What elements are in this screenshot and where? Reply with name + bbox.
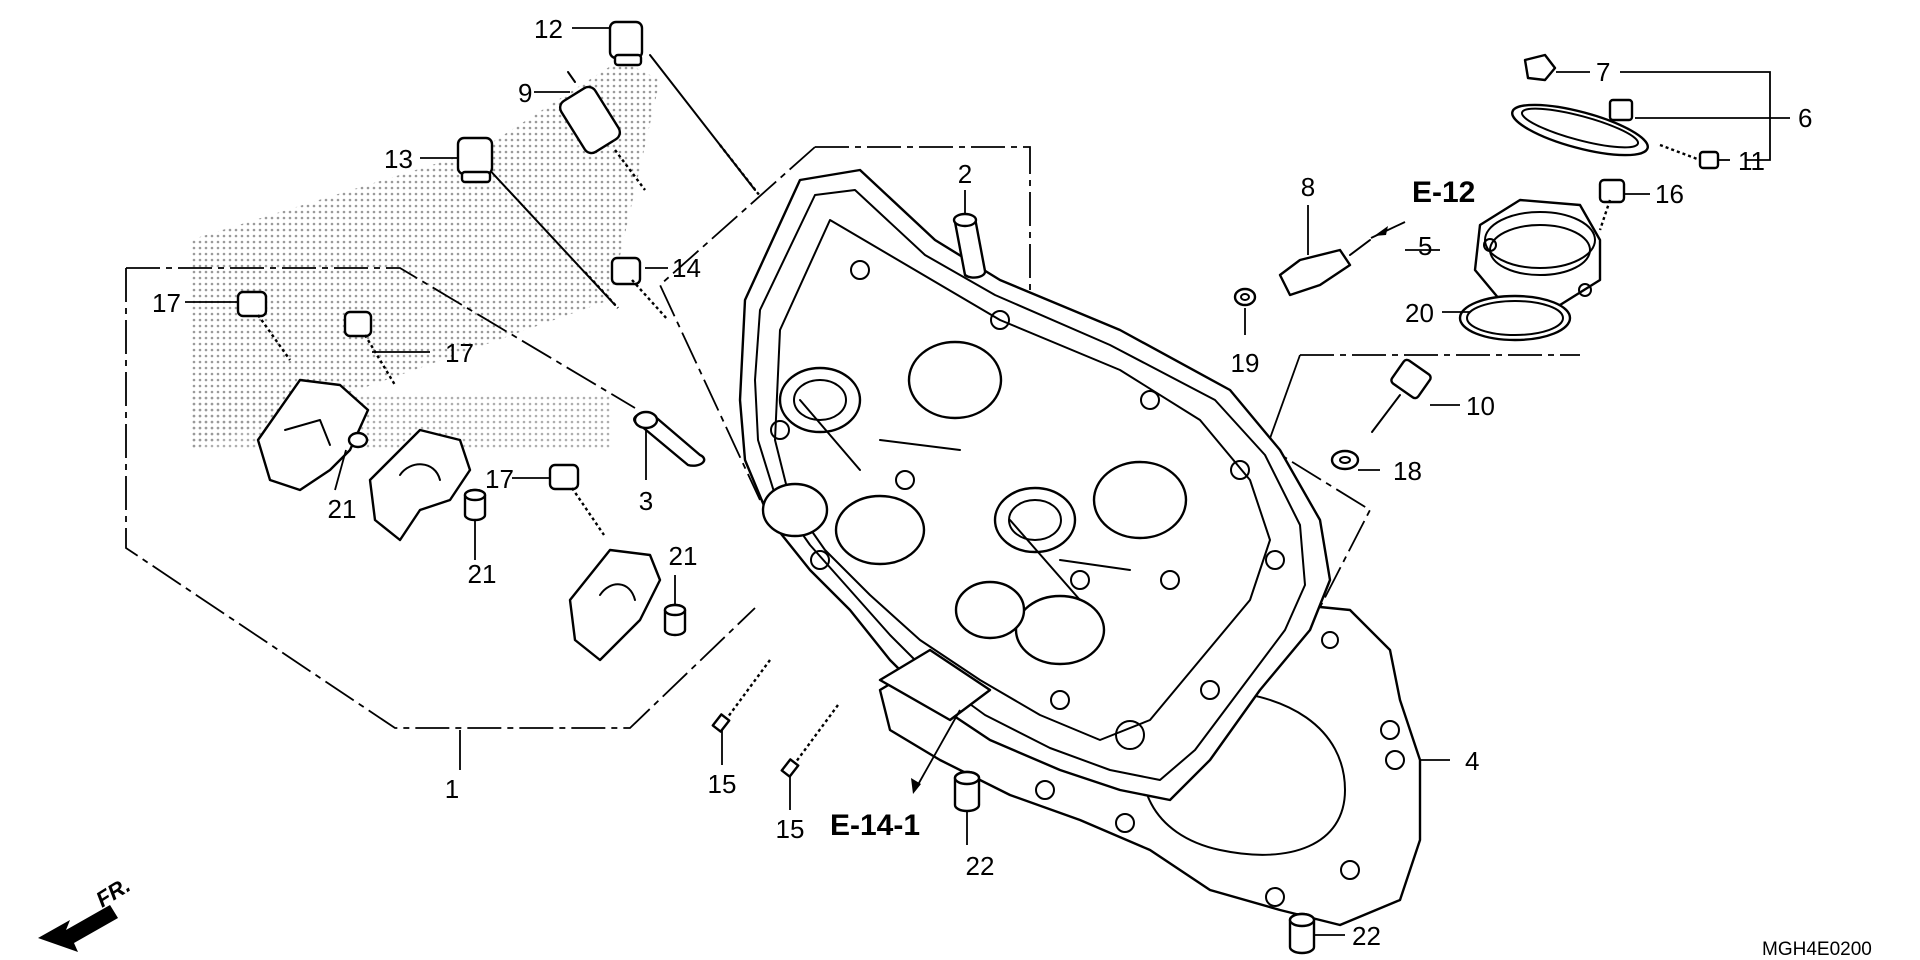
bolt-17a: [236, 290, 291, 361]
bolt-14: [610, 256, 669, 321]
bolt-11: [1659, 143, 1720, 170]
callout-3: 3: [639, 486, 653, 516]
callout-21c: 21: [669, 541, 698, 571]
sensor-8: [1278, 239, 1371, 297]
callout-15a: 15: [708, 769, 737, 799]
callout-4: 4: [1465, 746, 1479, 776]
dowel-21b: [463, 488, 487, 522]
stud-bolt-15a: [711, 659, 771, 733]
camshaft-holder-a: [256, 378, 370, 492]
callout-8: 8: [1301, 172, 1315, 202]
front-label: FR.: [91, 872, 134, 912]
front-direction-arrow: [38, 905, 118, 952]
callout-21b: 21: [468, 559, 497, 589]
bolt-16: [1598, 178, 1626, 231]
head-bolt-12: [608, 20, 761, 197]
callout-22b: 22: [1352, 921, 1381, 951]
callout-16: 16: [1655, 179, 1684, 209]
insulator-5: [1473, 198, 1602, 307]
o-ring-20: [1458, 294, 1572, 342]
callout-2: 2: [958, 159, 972, 189]
callout-labels: 1 2 3 4 5 6 7 8 9 10 11 12 13 14 15 15 1…: [91, 14, 1871, 960]
dowel-pin-22b: [1288, 912, 1316, 955]
callout-5: 5: [1418, 231, 1432, 261]
callout-1: 1: [445, 774, 459, 804]
callout-20: 20: [1405, 298, 1434, 328]
callout-17a: 17: [152, 288, 181, 318]
stud-bolt-15b: [780, 704, 839, 778]
callout-14: 14: [672, 253, 701, 283]
sleeve-2: [952, 212, 987, 279]
bolt-17b: [343, 310, 397, 386]
callout-12: 12: [534, 14, 563, 44]
callout-21a: 21: [328, 494, 357, 524]
hose-clamp-6: [1511, 98, 1649, 157]
callout-7: 7: [1596, 57, 1610, 87]
callout-9: 9: [518, 78, 532, 108]
callout-11: 11: [1738, 146, 1765, 176]
nut-7: [1523, 53, 1557, 82]
spark-plug-9: [558, 71, 646, 191]
callout-13: 13: [384, 144, 413, 174]
leader-lines: [185, 27, 1790, 936]
callout-17c: 17: [485, 464, 514, 494]
dowel-pin-22a: [953, 770, 981, 813]
callout-17b: 17: [445, 338, 474, 368]
dowel-21c: [663, 603, 687, 637]
callout-15b: 15: [776, 814, 805, 844]
diagram-code: MGH4E0200: [1762, 939, 1872, 960]
callout-22a: 22: [966, 851, 995, 881]
head-bolt-13: [456, 136, 619, 309]
camshaft-holder-b: [368, 428, 472, 542]
callout-19: 19: [1231, 348, 1260, 378]
dowel-21a: [347, 431, 369, 449]
bolt-17c: [548, 463, 605, 536]
cylinder-head-body: [738, 168, 1332, 802]
ref-e12: E-12: [1412, 176, 1475, 209]
washer-19: [1233, 287, 1257, 307]
sleeve-3: [633, 410, 706, 467]
callout-6: 6: [1798, 103, 1812, 133]
camshaft-holder-c: [568, 548, 662, 662]
callout-10: 10: [1466, 391, 1495, 421]
callout-18: 18: [1393, 456, 1422, 486]
ref-e14-1: E-14-1: [830, 809, 920, 842]
washer-18: [1330, 449, 1360, 471]
temp-sensor-10: [1371, 358, 1432, 433]
